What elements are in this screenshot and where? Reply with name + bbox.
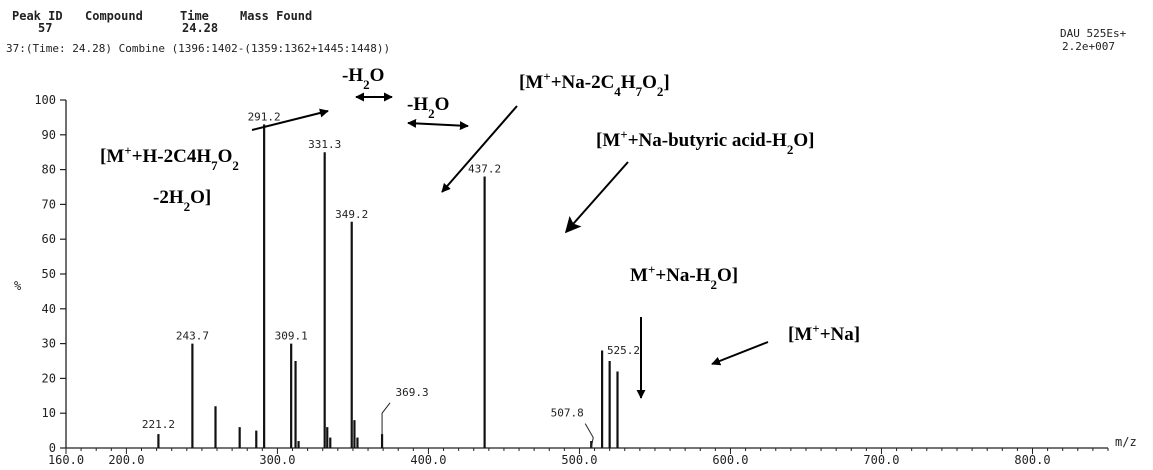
annotation-291-arrow [251, 108, 329, 131]
header-mass-found: Mass Found [240, 9, 312, 23]
annotation-h2o-2-arrow [407, 118, 469, 131]
x-tick-label: 800.0 [1014, 453, 1050, 467]
peak-label: 349.2 [335, 208, 368, 221]
header-compound: Compound [85, 9, 143, 23]
y-tick-label: 60 [42, 232, 56, 246]
header-time: Time [180, 9, 209, 23]
x-tick-label: 200.0 [108, 453, 144, 467]
x-tick-label: 400.0 [410, 453, 446, 467]
annotation-291-line1: [M++H-2C4H7O2 [100, 143, 239, 173]
header-time-value: 24.28 [182, 21, 218, 35]
annotation-h2o-2-label: -H2O [407, 94, 449, 121]
annotation-437-label: [M++Na-butyric acid-H2O] [596, 127, 814, 157]
x-tick-label: 300.0 [259, 453, 295, 467]
x-tick-label: 160.0 [48, 453, 84, 467]
y-tick-label: 90 [42, 128, 56, 142]
peak-leader [584, 423, 594, 449]
peak-label: 437.2 [468, 163, 501, 176]
peak-label: 331.3 [308, 138, 341, 151]
x-axis-unit: m/z [1115, 435, 1137, 449]
annotation-437-arrow [564, 161, 629, 234]
scan-info: 37:(Time: 24.28) Combine (1396:1402-(135… [6, 42, 390, 55]
peak-label: 221.2 [142, 418, 175, 431]
peak-label: 525.2 [607, 344, 640, 357]
intensity-label: 2.2e+007 [1062, 40, 1115, 53]
annotation-291: [M++H-2C4H7O2 -2H2O] [100, 108, 329, 214]
y-tick-label: 30 [42, 337, 56, 351]
y-tick-label: 80 [42, 163, 56, 177]
annotation-507-label: M++Na-H2O] [630, 262, 738, 292]
annotation-291-line2: -2H2O] [153, 187, 211, 214]
annotation-349-label: [M++Na-2C4H7O2] [519, 69, 670, 99]
annotation-525-arrow [711, 341, 769, 366]
spectrum-peaks: 221.2 243.7 291.2 309.1 331.3 349.2 369.3 437.2… [142, 110, 640, 449]
annotation-h2o-1-label: -H2O [342, 65, 384, 92]
y-tick-label: 50 [42, 267, 56, 281]
annotation-525-label: [M++Na] [788, 321, 860, 346]
peak-label: 291.2 [248, 110, 281, 123]
y-tick-label: 10 [42, 406, 56, 420]
x-tick-label: 700.0 [863, 453, 899, 467]
annotation-349-arrow [441, 105, 518, 193]
annotation-507: M++Na-H2O] [630, 262, 738, 399]
y-axis-symbol: % [14, 279, 22, 293]
header-peak-id-value: 57 [38, 21, 52, 35]
annotation-h2o-2: -H2O [407, 94, 469, 131]
annotation-h2o-1: -H2O [342, 65, 393, 102]
y-tick-label: 20 [42, 371, 56, 385]
peak-leader [381, 402, 391, 435]
peak-label: 369.3 [396, 386, 429, 399]
peak-label: 309.1 [275, 330, 308, 343]
detector-label: DAU 525Es+ [1060, 27, 1127, 40]
annotation-437: [M++Na-butyric acid-H2O] [564, 127, 814, 234]
header-peak-id: Peak ID [12, 9, 63, 23]
x-tick-label: 500.0 [561, 453, 597, 467]
axis-ticks: 0 10 20 30 40 50 60 70 80 90 100 160.0 200.0 300.0 400… [34, 93, 1109, 467]
x-tick-label: 600.0 [712, 453, 748, 467]
peak-label: 507.8 [551, 407, 584, 420]
y-tick-label: 0 [49, 441, 56, 455]
y-tick-label: 70 [42, 197, 56, 211]
peak-label: 243.7 [176, 330, 209, 343]
y-tick-label: 40 [42, 302, 56, 316]
annotation-525: [M++Na] [711, 321, 860, 366]
y-tick-label: 100 [34, 93, 56, 107]
